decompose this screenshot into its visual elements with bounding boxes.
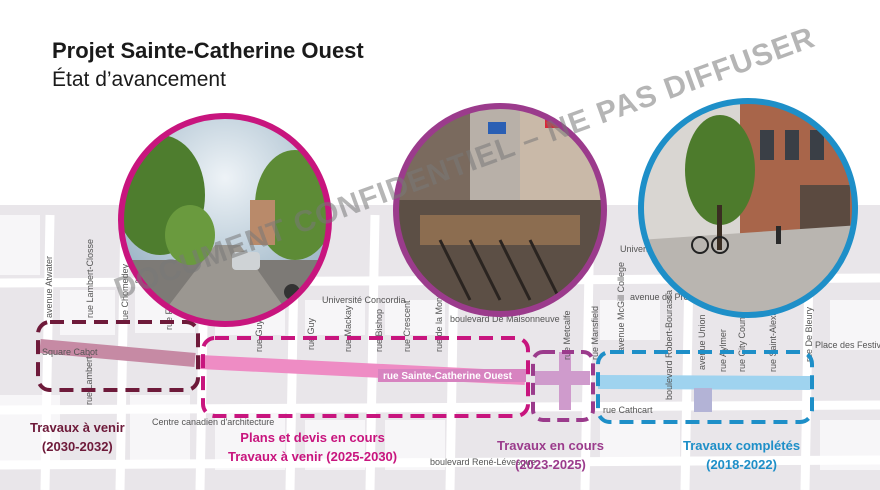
street-label-rene-levesque: boulevard René-Lévesque [430, 457, 536, 467]
street-label-chomedey: rue Chomedey [120, 263, 130, 323]
frame-future [36, 320, 200, 392]
street-label-lambert-closse: rue Lambert-Closse [85, 239, 95, 318]
phase-future-label: Travaux à venir [30, 420, 125, 435]
street-label-mansfield: rue Mansfield [590, 306, 600, 360]
corridor-done [597, 375, 811, 390]
phase-future-dates: (2030-2032) [41, 439, 113, 454]
street-label-metcalfe: rue Metcalfe [562, 310, 572, 360]
phase-planning-label: Plans et devis en cours [240, 430, 385, 445]
street-label-montagne: rue de la Montagne [434, 274, 444, 352]
street-label-lambert: rue Lambert- [84, 353, 94, 405]
street-label-crescent: rue Crescent [402, 300, 412, 352]
street-label-bleury: rue De Bleury [804, 306, 814, 362]
street-label-mackay: rue Mackay [343, 305, 353, 352]
frame-planning [201, 336, 530, 418]
place-label-festivals: Place des Festivals [815, 340, 880, 350]
street-label-mcgill-college: avenue McGill College [616, 262, 626, 352]
photo-completed [641, 101, 855, 315]
phase-ongoing-label: Travaux en cours [497, 438, 604, 453]
phase-done: Travaux complétés (2018-2022) [683, 436, 800, 474]
street-label-atwater: avenue Atwater [44, 256, 54, 318]
street-label-guy: rue Guy [254, 319, 264, 352]
phase-done-dates: (2018-2022) [706, 457, 777, 472]
photo-rendering-ring [118, 113, 332, 327]
place-label-square-cabot: Square Cabot [42, 347, 98, 357]
frame-ongoing [531, 350, 595, 422]
phase-ongoing: Travaux en cours (2023-2025) [497, 436, 604, 474]
street-label-cathcart: rue Cathcart [603, 405, 653, 415]
street-label-robert-bourassa: boulevard Robert-Bourassa [664, 290, 674, 400]
photo-completed-ring [638, 98, 858, 318]
phillips-square [694, 388, 712, 412]
phase-done-label: Travaux complétés [683, 438, 801, 453]
frame-done [596, 350, 814, 424]
street-label-maisonneuve: boulevard De Maisonneuve [450, 314, 560, 324]
street-label-city-councillors: rue City Councillors [737, 293, 747, 372]
phase-planning: Plans et devis en cours Travaux à venir … [228, 428, 397, 466]
place-label-cca: Centre canadien d'architecture [152, 417, 274, 427]
phase-ongoing-dates: (2023-2025) [515, 457, 586, 472]
street-label-bishop: rue Bishop [374, 309, 384, 352]
photo-rendering [121, 116, 329, 324]
main-street-label: rue Sainte-Catherine Ouest [383, 371, 513, 382]
phase-planning-dates: Travaux à venir (2025-2030) [228, 449, 398, 464]
page-title: Projet Sainte-Catherine Ouest [52, 38, 364, 63]
photo-construction-ring [393, 103, 607, 317]
main-street-label-bg [378, 369, 526, 382]
phase-future: Travaux à venir (2030-2032) [30, 418, 125, 456]
page-subtitle: État d’avancement [52, 68, 226, 91]
corridor-future [39, 339, 196, 367]
street-label-saint-alexandre: rue Saint-Alexandre [768, 292, 778, 372]
place-label-concordia: Université Concordia [322, 295, 406, 305]
street-label-guy-2: rue Guy [306, 317, 316, 350]
street-label-fort: rue Fort [164, 298, 174, 330]
street-label-union: avenue Union [697, 314, 707, 370]
